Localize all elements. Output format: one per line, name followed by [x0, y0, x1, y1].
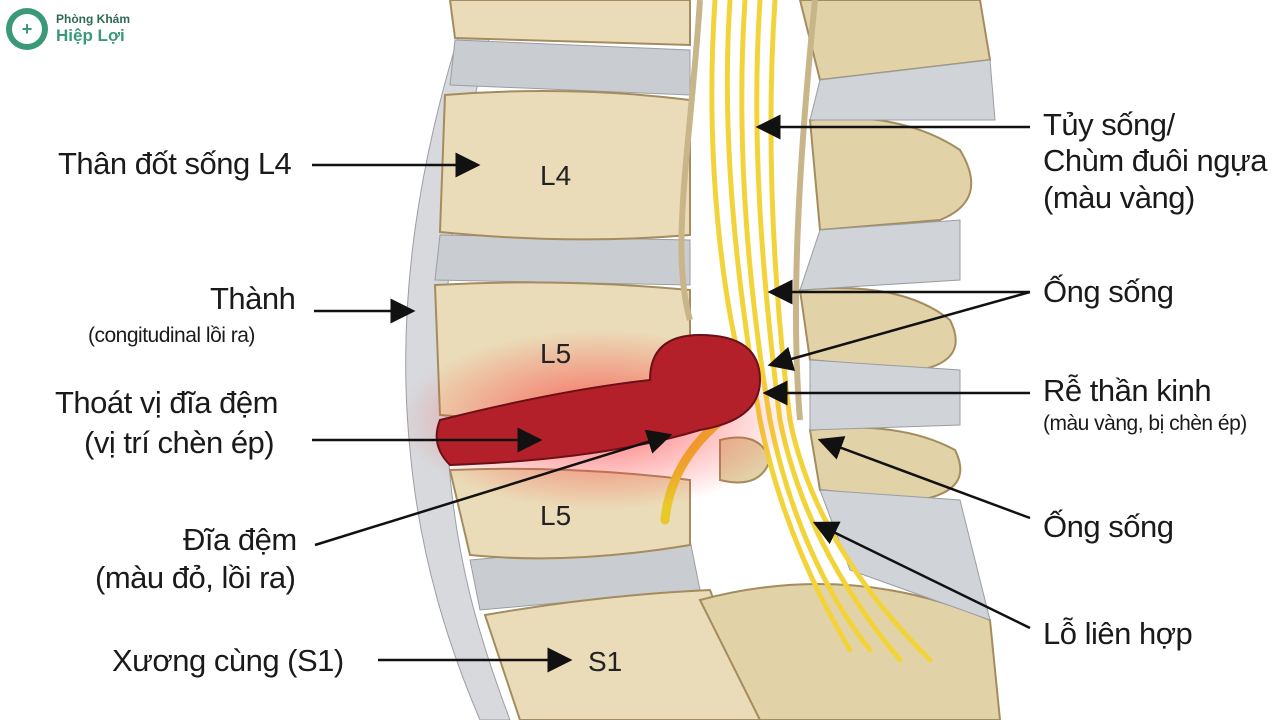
- logo-line2: Hiệp Lợi: [56, 26, 125, 45]
- logo-emblem: +: [6, 8, 48, 50]
- label-foramen: Lỗ liên hợp: [1043, 616, 1193, 651]
- label-nerve-root-sub: (màu vàng, bị chèn ép): [1043, 412, 1247, 435]
- label-canal-2: Ống sống: [1043, 509, 1174, 544]
- logo-line1: Phòng Khám: [56, 12, 130, 26]
- label-body-l4: Thân đốt sống L4: [58, 146, 292, 181]
- label-disc: Đĩa đệm: [183, 522, 297, 557]
- label-cord-2: Chùm đuôi ngựa: [1043, 143, 1268, 178]
- canal-wall: [678, 0, 818, 421]
- label-wall: Thành: [210, 281, 296, 316]
- label-nerve-root: Rễ thần kinh: [1043, 373, 1212, 408]
- vertebra-l5-lower-label: L5: [540, 500, 572, 531]
- label-cord-1: Tủy sống/: [1043, 107, 1175, 142]
- cross-icon: +: [12, 14, 42, 44]
- clinic-logo: + Phòng Khám Hiệp Lợi: [6, 8, 130, 50]
- label-herniation: Thoát vị đĩa đệm: [55, 385, 278, 420]
- label-sacrum: Xương cùng (S1): [112, 643, 344, 678]
- discs: [434, 39, 701, 611]
- vertebra-l5-upper-label: L5: [540, 338, 572, 369]
- label-cord-3: (màu vàng): [1043, 180, 1195, 215]
- label-wall-sub: (congitudinal lồi ra): [88, 324, 255, 347]
- vertebra-s1-label: S1: [588, 646, 623, 677]
- label-herniation-sub: (vị trí chèn ép): [84, 425, 275, 460]
- pointer-arrows: [312, 114, 1031, 673]
- label-canal-1: Ống sống: [1043, 274, 1174, 309]
- vertebra-l4-label: L4: [540, 160, 572, 191]
- label-disc-sub: (màu đỏ, lồi ra): [95, 560, 296, 595]
